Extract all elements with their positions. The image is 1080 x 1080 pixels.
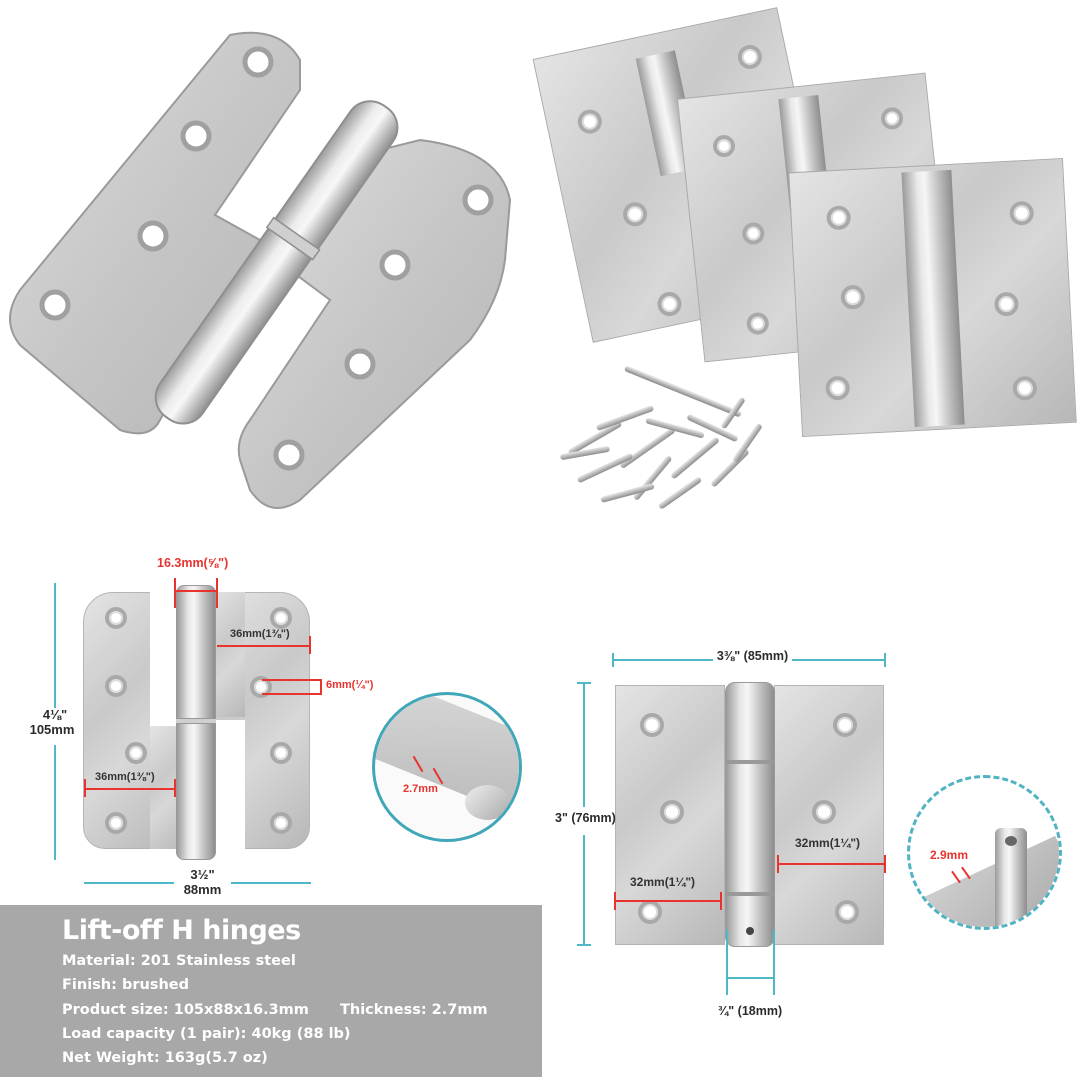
width-mm-label: 88mm xyxy=(183,882,222,897)
square-hinge-diagram: 3⅜" (85mm) 3" (76mm) 32mm(1¼") 32mm(1¼")… xyxy=(555,630,1080,1050)
spec-load: Load capacity (1 pair): 40kg (88 lb) xyxy=(62,1026,351,1042)
barrel-width-label-2: ¾" (18mm) xyxy=(717,1004,783,1018)
hole-diameter-label: 6mm(¼") xyxy=(326,679,374,691)
square-hinges-photo xyxy=(532,0,1080,540)
product-title: Lift-off H hinges xyxy=(62,915,301,946)
lift-off-hinge-illustration xyxy=(9,31,512,509)
leaf-width-left-label: 32mm(1¼") xyxy=(630,875,696,889)
diagram2-barrel xyxy=(725,682,775,947)
product-info-panel: Lift-off H hinges Material: 201 Stainles… xyxy=(0,905,542,1077)
thickness-detail-label-2: 2.9mm xyxy=(930,848,969,862)
height-mm-label: 105mm xyxy=(29,722,75,737)
spec-finish: Finish: brushed xyxy=(62,977,189,993)
barrel-width-label: 16.3mm(⅝") xyxy=(157,556,229,570)
thickness-detail-circle: 2.7mm xyxy=(372,692,522,842)
spec-size: Product size: 105x88x16.3mm xyxy=(62,1002,309,1018)
spec-thickness: Thickness: 2.7mm xyxy=(340,1002,488,1018)
thickness-detail-circle-2: 2.9mm xyxy=(907,775,1062,930)
leaf-width-right-label: 32mm(1¼") xyxy=(795,836,861,850)
hinge-front xyxy=(788,157,1077,438)
leaf-width-top-label: 36mm(1⅜") xyxy=(230,628,290,640)
spec-weight: Net Weight: 163g(5.7 oz) xyxy=(62,1050,268,1066)
width-inch-label: 3½" xyxy=(190,867,215,882)
lift-off-hinge-diagram: 16.3mm(⅝") 36mm(1⅜") 6mm(¼") 36mm(1⅜") 4… xyxy=(0,550,545,900)
height-inch-label: 4⅛" xyxy=(42,707,68,722)
leaf-width-bottom-label: 36mm(1⅜") xyxy=(95,771,155,783)
spec-material: Material: 201 Stainless steel xyxy=(62,953,296,969)
lift-off-hinge-photo xyxy=(0,0,540,540)
thickness-detail-label: 2.7mm xyxy=(403,783,438,795)
total-width-label: 3⅜" (85mm) xyxy=(716,649,789,663)
height-label: 3" (76mm) xyxy=(555,811,616,825)
screws-pile xyxy=(555,395,785,510)
